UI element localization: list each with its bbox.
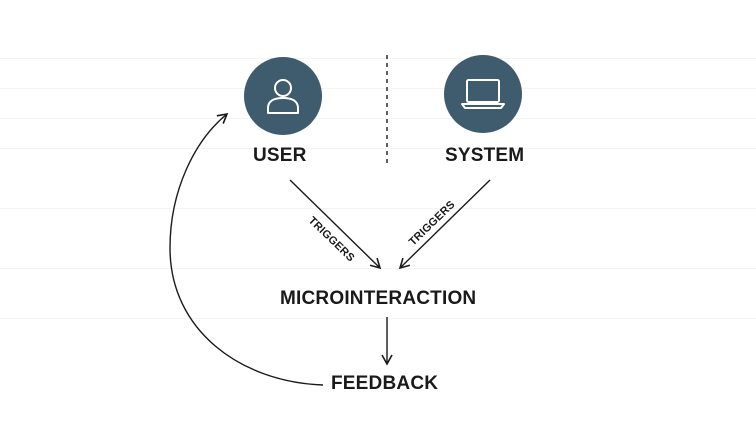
- microinteraction-label: MICROINTERACTION: [280, 288, 477, 309]
- background-band: [0, 118, 756, 119]
- laptop-icon: [461, 79, 505, 109]
- background-band: [0, 148, 756, 149]
- triggers-arrow-user: [289, 179, 382, 270]
- feedback-label: FEEDBACK: [331, 373, 439, 394]
- system-node-circle: [444, 55, 522, 133]
- feedback-loop-arrow: [169, 112, 324, 386]
- user-label: USER: [253, 145, 307, 166]
- user-node-circle: [244, 57, 322, 135]
- triggers-arrow-system: [398, 179, 491, 270]
- user-icon: [267, 79, 299, 114]
- background-band: [0, 58, 756, 59]
- background-band: [0, 318, 756, 319]
- background-band: [0, 88, 756, 89]
- system-label: SYSTEM: [445, 145, 525, 166]
- background-band: [0, 208, 756, 209]
